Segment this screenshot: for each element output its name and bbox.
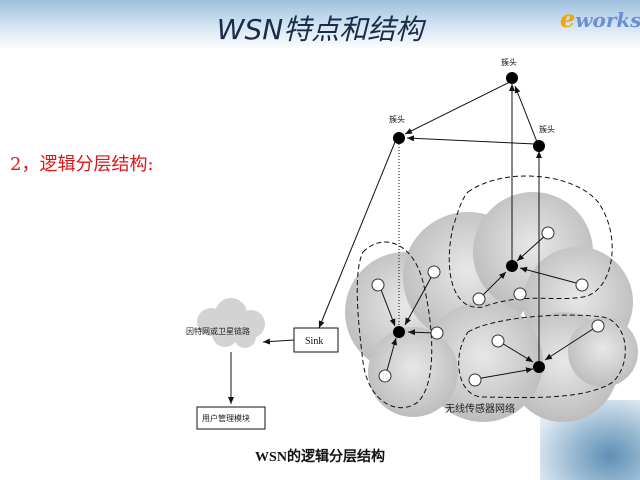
cluster-boundary-top-right	[448, 175, 613, 308]
sensor-node	[371, 278, 385, 292]
sensor-node	[430, 326, 444, 340]
sensor-cluster-head-a	[393, 326, 405, 338]
user-module-label: 用户管理模块	[202, 413, 250, 423]
cluster-head-label-right: 簇头	[539, 124, 555, 134]
sensor-node	[541, 226, 555, 240]
title-bar	[0, 0, 640, 50]
wsn-diagram: 簇头 簇头 簇头 Sink 因特网或卫星链路 用户管理模块 无线传感器网络	[186, 57, 638, 430]
cluster-boundary-left	[356, 241, 433, 409]
sink-box	[293, 327, 339, 353]
sensor-network-cloud	[345, 192, 638, 422]
sink-label: Sink	[305, 336, 323, 347]
section-subtitle: 2，逻辑分层结构:	[10, 154, 154, 175]
sensor-network-label: 无线传感器网络	[445, 402, 515, 415]
eworks-logo: eworks	[560, 4, 640, 33]
sensor-cluster-head-c	[533, 361, 545, 373]
cluster-head-right	[533, 140, 545, 152]
cluster-head-label-left: 簇头	[389, 114, 405, 124]
internet-cloud	[197, 298, 265, 348]
user-module-box	[196, 406, 266, 430]
cluster-head-left	[393, 132, 405, 144]
figure-caption: WSN的逻辑分层结构	[255, 450, 385, 465]
sensor-node	[472, 292, 486, 306]
sensor-node	[491, 334, 505, 348]
cluster-head-top	[506, 72, 518, 84]
sensor-node	[468, 373, 482, 387]
cluster-boundary-bottom-right	[458, 314, 626, 399]
internet-label: 因特网或卫星链路	[186, 326, 250, 336]
sensor-node	[378, 369, 392, 383]
sensor-node	[427, 265, 441, 279]
sensor-node	[513, 287, 527, 301]
sensor-node	[575, 278, 589, 292]
cluster-head-label-top: 簇头	[501, 57, 517, 67]
sensor-node	[591, 319, 605, 333]
sensor-cluster-head-b	[506, 260, 518, 272]
slide-title: WSN特点和结构	[216, 13, 424, 46]
